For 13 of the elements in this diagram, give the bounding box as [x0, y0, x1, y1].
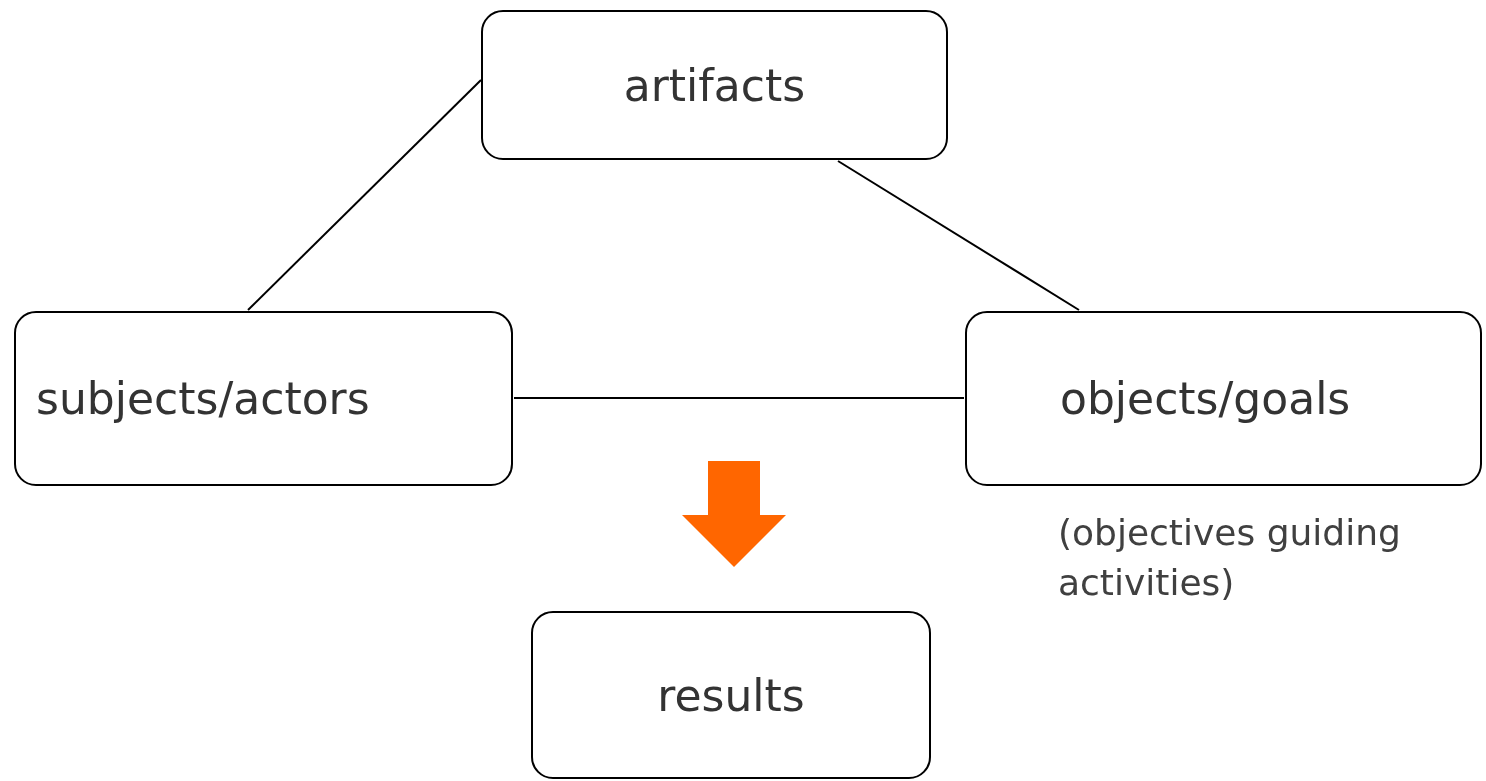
node-label: artifacts — [623, 59, 806, 111]
rounded-box — [481, 10, 948, 160]
connector-line — [513, 397, 965, 399]
rounded-box — [965, 311, 1482, 486]
connector-line — [837, 160, 1080, 311]
rounded-box — [531, 611, 931, 779]
node-label: objects/goals — [1060, 373, 1351, 424]
rounded-box — [14, 311, 513, 486]
node-label: results — [657, 669, 805, 721]
node-note: (objectives guiding activities) — [1058, 511, 1402, 606]
block-arrow — [682, 461, 786, 567]
connector-line — [247, 79, 482, 311]
node-label: subjects/actors — [36, 373, 370, 424]
